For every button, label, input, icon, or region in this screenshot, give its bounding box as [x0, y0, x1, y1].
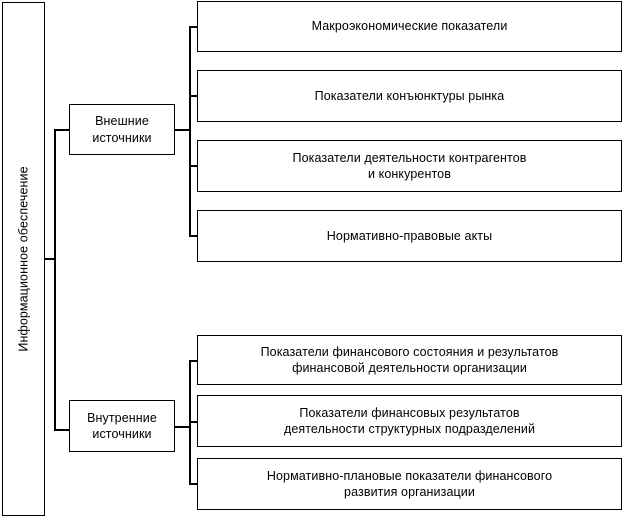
leaf-label: Показатели финансового состояния и резул… — [260, 344, 559, 375]
connector-root-stub — [45, 258, 55, 260]
root-node-information-support[interactable]: Информационное обеспечение — [2, 2, 45, 516]
leaf-label: Показатели конъюнктуры рынка — [314, 88, 505, 103]
leaf-label: Нормативно-плановые показатели финансово… — [266, 468, 553, 499]
leaf-label: Макроэкономические показатели — [311, 19, 508, 34]
connector-external-leaf-2 — [189, 95, 198, 97]
leaf-node-structural-units-financial-results[interactable]: Показатели финансовых результатов деятел… — [197, 395, 622, 447]
connector-external-leaf-4 — [189, 235, 198, 237]
connector-internal-leaf-2 — [189, 421, 198, 423]
leaf-label: Показатели деятельности контрагентов и к… — [292, 150, 527, 181]
connector-external-stub — [175, 129, 190, 131]
connector-internal-leaf-3 — [189, 483, 198, 485]
connector-external-bus — [189, 26, 191, 236]
leaf-node-financial-condition-results-indicators[interactable]: Показатели финансового состояния и резул… — [197, 335, 622, 385]
leaf-label: Нормативно-правовые акты — [326, 228, 493, 243]
category-node-internal-sources[interactable]: Внутренние источники — [69, 400, 175, 452]
category-node-external-sources[interactable]: Внешние источники — [69, 104, 175, 155]
leaf-node-macroeconomic-indicators[interactable]: Макроэкономические показатели — [197, 1, 622, 52]
leaf-node-legal-regulatory-acts[interactable]: Нормативно-правовые акты — [197, 210, 622, 262]
leaf-node-counterparties-competitors-indicators[interactable]: Показатели деятельности контрагентов и к… — [197, 140, 622, 192]
leaf-node-normative-planned-development-indicators[interactable]: Нормативно-плановые показатели финансово… — [197, 458, 622, 510]
leaf-node-market-conditions-indicators[interactable]: Показатели конъюнктуры рынка — [197, 70, 622, 122]
connector-external-leaf-3 — [189, 165, 198, 167]
root-node-label: Информационное обеспечение — [16, 166, 31, 352]
category-external-label: Внешние источники — [92, 114, 152, 145]
connector-root-bus — [54, 129, 56, 430]
connector-external-leaf-1 — [189, 26, 198, 28]
connector-internal-leaf-1 — [189, 360, 198, 362]
category-internal-label: Внутренние источники — [87, 410, 157, 441]
connector-internal-stub — [175, 426, 190, 428]
connector-bus-to-internal — [54, 429, 70, 431]
connector-bus-to-external — [54, 129, 70, 131]
leaf-label: Показатели финансовых результатов деятел… — [283, 405, 536, 436]
